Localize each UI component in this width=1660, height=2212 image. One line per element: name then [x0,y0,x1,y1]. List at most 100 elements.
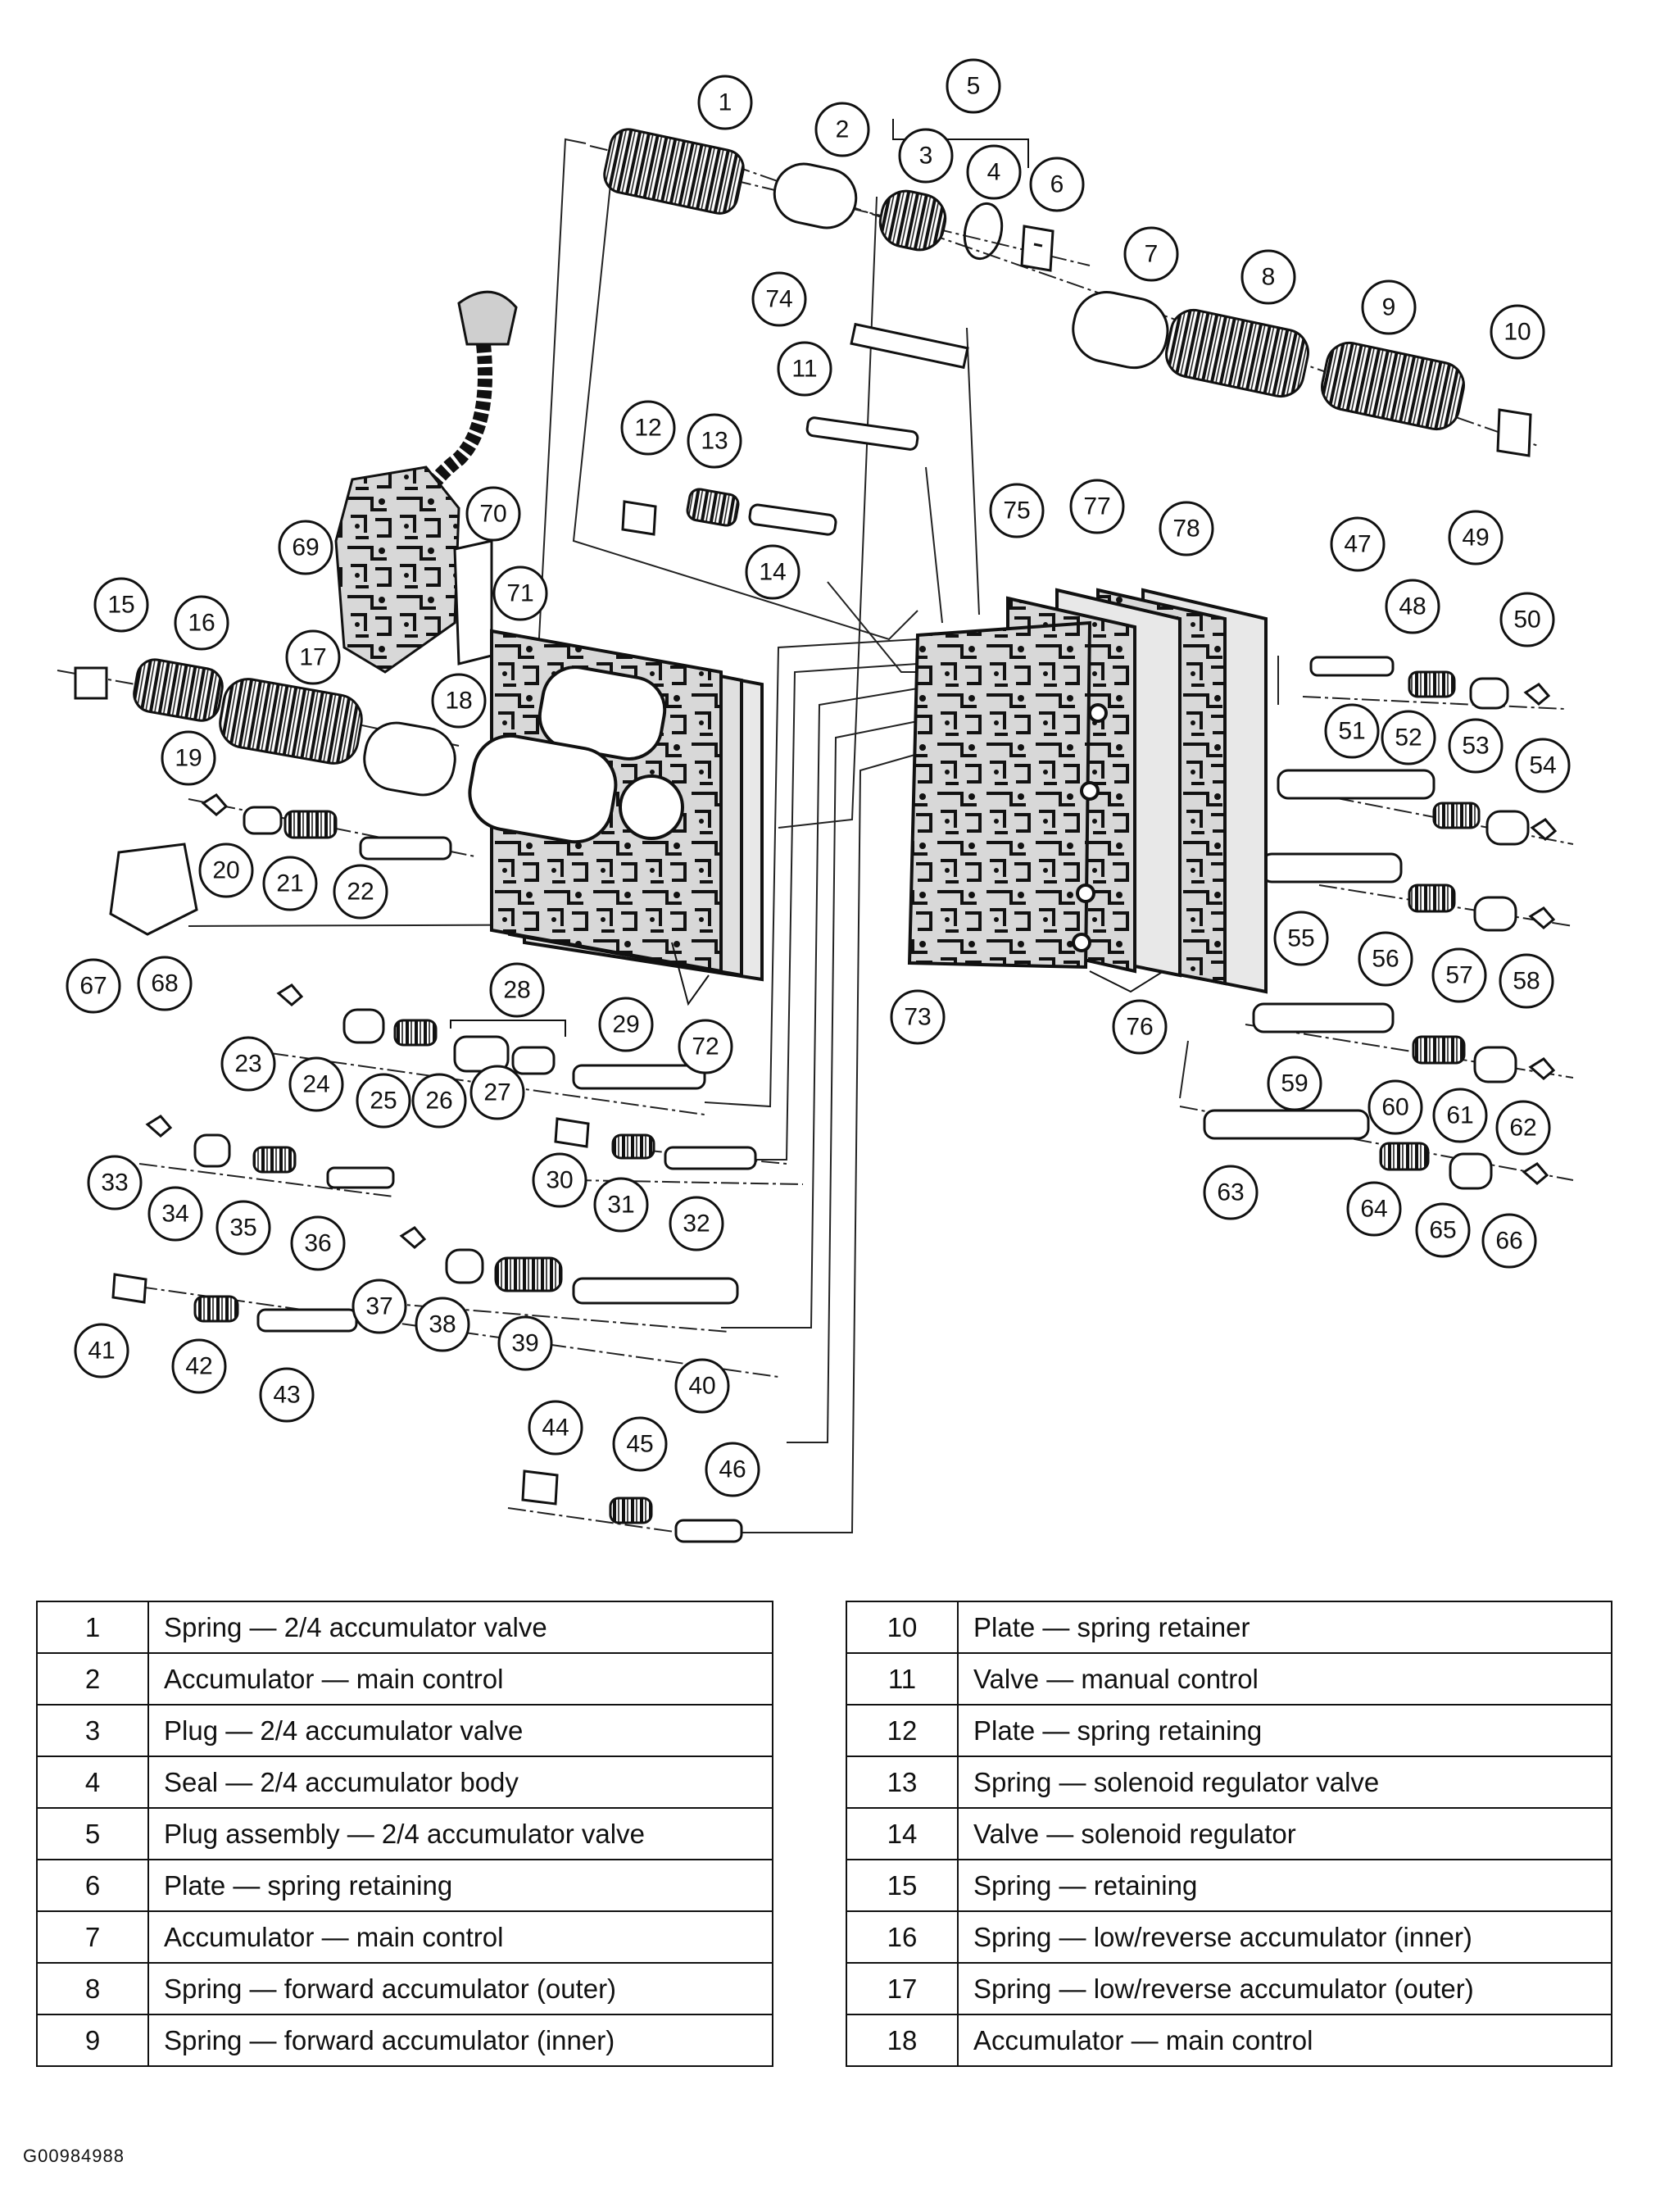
callout-number: 69 [292,534,319,561]
callout-74: 74 [751,271,807,327]
seal-4 [963,202,1004,261]
callout-76: 76 [1112,999,1168,1055]
accumulator-18 [363,721,456,797]
callout-64: 64 [1346,1181,1402,1237]
callout-31: 31 [593,1177,649,1233]
callout-number: 22 [347,879,374,906]
callout-circle [469,1065,525,1120]
part-number-cell: 17 [846,1962,959,2015]
valve-59 [1252,1002,1395,1033]
plate-74 [850,322,969,370]
accumulator-2 [773,162,858,229]
callout-number: 26 [425,1088,452,1115]
callout-circle [290,1215,346,1271]
plate-67 [109,843,198,936]
callout-number: 53 [1462,733,1489,760]
callout-26: 26 [411,1073,467,1129]
callout-14: 14 [745,544,801,600]
callout-circle [966,144,1022,200]
callout-circle [1499,592,1555,647]
exploded-view-diagram: 1234567891011121314151617181920212223242… [57,58,1574,1543]
spring-60 [1412,1035,1466,1065]
callout-16: 16 [174,595,229,651]
callout-52: 52 [1381,710,1436,765]
callout-41: 41 [74,1323,129,1379]
callout-number: 72 [692,1033,719,1061]
plug-3 [878,189,947,252]
callout-circle [1029,157,1085,212]
callout-number: 11 [791,356,817,383]
callout-66: 66 [1481,1213,1537,1269]
part-description-cell: Spring — low/reverse accumulator (inner) [957,1910,1612,1964]
callout-number: 7 [1145,241,1159,268]
part-description-cell: Spring — forward accumulator (outer) [147,1962,773,2015]
callout-circle [198,843,254,898]
part-number-cell: 13 [846,1756,959,1809]
callout-40: 40 [674,1358,730,1414]
callout-65: 65 [1415,1202,1471,1258]
callout-circle [1448,510,1504,565]
callout-number: 28 [503,977,530,1004]
part-number-cell: 9 [36,2014,149,2067]
callout-number: 46 [719,1456,746,1483]
callout-number: 15 [107,592,134,619]
callout-circle [465,486,521,542]
spring-64 [1379,1142,1430,1171]
figure-code: G00984988 [23,2146,125,2166]
plug-34 [193,1133,231,1168]
plug-24 [342,1008,385,1044]
callout-circle [220,1036,276,1092]
callout-21: 21 [262,856,318,911]
callout-circle [174,595,229,651]
callout-circle [593,1177,649,1233]
callout-6: 6 [1029,157,1085,212]
callout-number: 45 [626,1431,653,1458]
callout-circle [777,341,832,397]
callout-number: 16 [188,610,215,637]
valve-43 [256,1308,358,1333]
callout-3: 3 [898,128,954,184]
spring-21 [283,810,338,839]
callout-43: 43 [259,1367,315,1423]
spring-45 [609,1497,653,1524]
callout-77: 77 [1069,479,1125,534]
callout-circle [1499,953,1554,1009]
spring-39 [494,1256,563,1292]
callout-number: 25 [370,1088,397,1115]
parts [74,128,1532,1543]
callout-57: 57 [1431,947,1487,1003]
callout-number: 6 [1050,171,1064,198]
callout-number: 74 [765,286,792,313]
spring-retainer-10 [1496,408,1532,457]
callout-48: 48 [1385,579,1440,634]
callout-number: 48 [1399,593,1426,620]
callout-circle [66,958,121,1014]
callout-68: 68 [137,956,193,1011]
spring-8 [1165,308,1309,398]
part-description-cell: Plate — spring retainer [957,1601,1612,1654]
valve-14 [748,503,837,536]
callout-circle [1385,579,1440,634]
callout-circle [333,864,388,920]
callout-51: 51 [1324,703,1380,759]
callout-54: 54 [1515,738,1571,793]
callout-18: 18 [431,673,487,729]
callout-circle [1346,1181,1402,1237]
callout-7: 7 [1123,226,1179,282]
callout-circle [532,1152,587,1208]
part-description-cell: Accumulator — main control [147,1910,773,1964]
callout-circle [489,962,545,1018]
part-description-cell: Plug — 2/4 accumulator valve [147,1704,773,1757]
callout-number: 13 [701,428,728,455]
callout-number: 31 [607,1192,634,1219]
callout-number: 62 [1509,1115,1536,1142]
callout-number: 64 [1360,1196,1387,1223]
callout-circle [1361,279,1417,335]
callout-circle [528,1400,583,1456]
part-number-cell: 15 [846,1859,959,1912]
spring-42 [193,1295,239,1323]
